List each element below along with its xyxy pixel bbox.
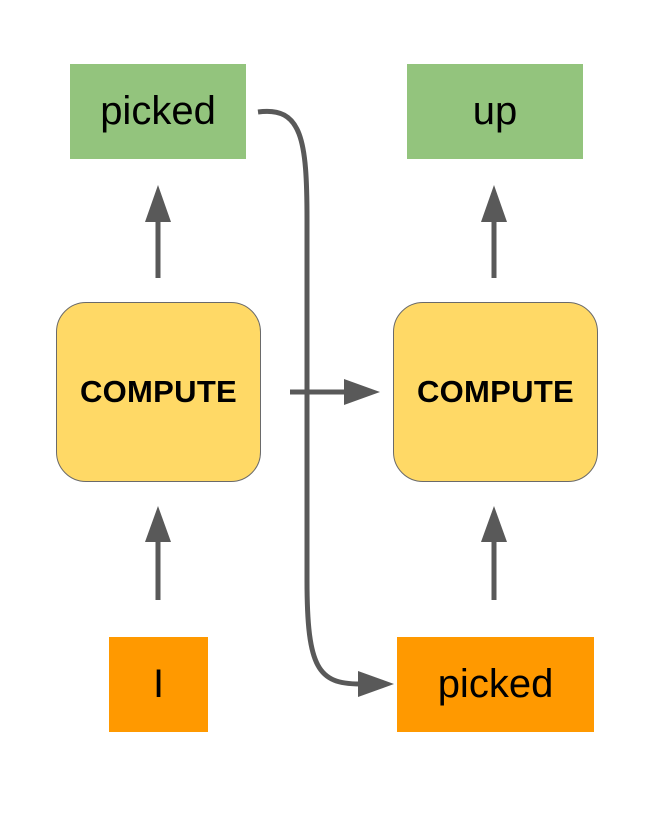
- arrow-right-compute-to-output: [481, 185, 507, 278]
- left-compute-label: COMPUTE: [79, 374, 238, 409]
- left-input-token-box: I: [109, 637, 208, 732]
- arrow-output-to-next-input: [257, 108, 394, 697]
- left-compute-box: COMPUTE: [56, 302, 261, 482]
- arrow-left-compute-to-output: [145, 185, 171, 278]
- left-output-token-label: picked: [100, 89, 216, 133]
- arrow-compute-to-compute: [290, 379, 380, 405]
- right-output-token-label: up: [472, 89, 518, 133]
- right-input-token-label: picked: [437, 662, 554, 706]
- arrow-right-input-to-compute: [481, 506, 507, 600]
- right-compute-box: COMPUTE: [393, 302, 598, 482]
- left-output-token-box: picked: [70, 64, 246, 159]
- right-input-token-box: picked: [397, 637, 594, 732]
- right-compute-label: COMPUTE: [416, 374, 575, 409]
- arrow-left-input-to-compute: [145, 506, 171, 600]
- left-input-token-label: I: [152, 662, 165, 706]
- right-output-token-box: up: [407, 64, 583, 159]
